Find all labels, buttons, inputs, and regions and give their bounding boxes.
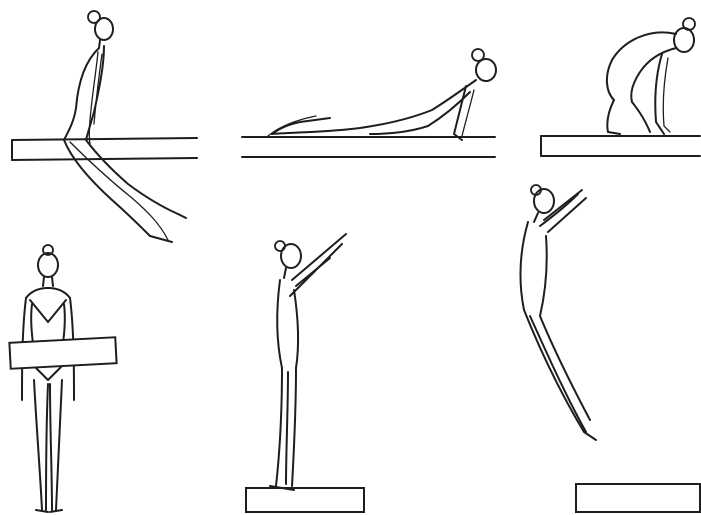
head <box>95 18 113 40</box>
gymnast-2 <box>268 49 496 140</box>
head <box>534 189 554 213</box>
beam-5 <box>246 488 364 512</box>
panel-seated-on-beam <box>12 11 197 242</box>
panel-standing-behind-beam <box>9 245 116 512</box>
beam-6 <box>576 484 700 512</box>
gymnast-4 <box>22 245 74 512</box>
head <box>476 59 496 81</box>
gymnast-3 <box>607 18 695 134</box>
beam-2 <box>242 137 495 157</box>
gymnast-1 <box>64 11 186 242</box>
beam-4 <box>9 337 116 369</box>
head <box>674 28 694 52</box>
beam-3 <box>541 136 700 156</box>
panel-lying-prone-on-beam <box>242 49 496 157</box>
head <box>38 253 58 277</box>
panel-leaping-off-beam <box>521 185 700 512</box>
panel-crouching-on-beam <box>541 18 700 156</box>
panel-standing-on-beam-arms-raised <box>246 234 364 512</box>
gymnast-6 <box>521 185 596 440</box>
beam-1 <box>12 138 197 160</box>
gymnast-5 <box>270 234 346 490</box>
head <box>281 244 301 268</box>
